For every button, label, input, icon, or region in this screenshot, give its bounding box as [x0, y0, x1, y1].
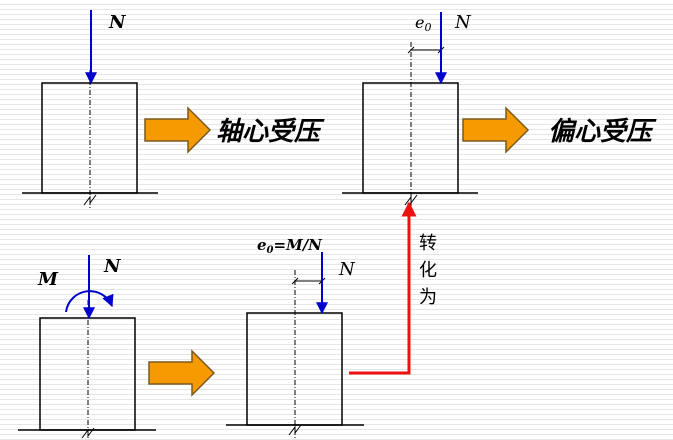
- column-eccentric: [342, 42, 478, 210]
- equivalent-force-label: N: [338, 259, 356, 280]
- eccentric-compression-label: 偏心受压: [548, 117, 657, 147]
- moment-label: M: [37, 269, 59, 290]
- moment-arc-arrow: [65, 290, 114, 313]
- eccentricity-formula: e0=M/N: [257, 236, 323, 256]
- column-equivalent: [226, 270, 364, 438]
- orange-arrow-3: [148, 349, 216, 397]
- transform-label-char-3: 为: [419, 287, 437, 308]
- moment-force-label: N: [103, 256, 122, 277]
- eccentric-force-label: N: [454, 12, 472, 33]
- eccentricity-label: e0: [415, 13, 431, 34]
- transform-label-char-1: 转: [419, 233, 437, 254]
- axial-force-label: N: [108, 12, 127, 33]
- orange-arrow-2: [462, 106, 530, 154]
- column-with-moment: [18, 300, 156, 439]
- orange-arrow-1: [144, 106, 212, 154]
- column-axial: [22, 70, 158, 210]
- axial-compression-label: 轴心受压: [216, 117, 325, 147]
- transform-arrow: [349, 201, 417, 375]
- transform-label-char-2: 化: [419, 260, 437, 281]
